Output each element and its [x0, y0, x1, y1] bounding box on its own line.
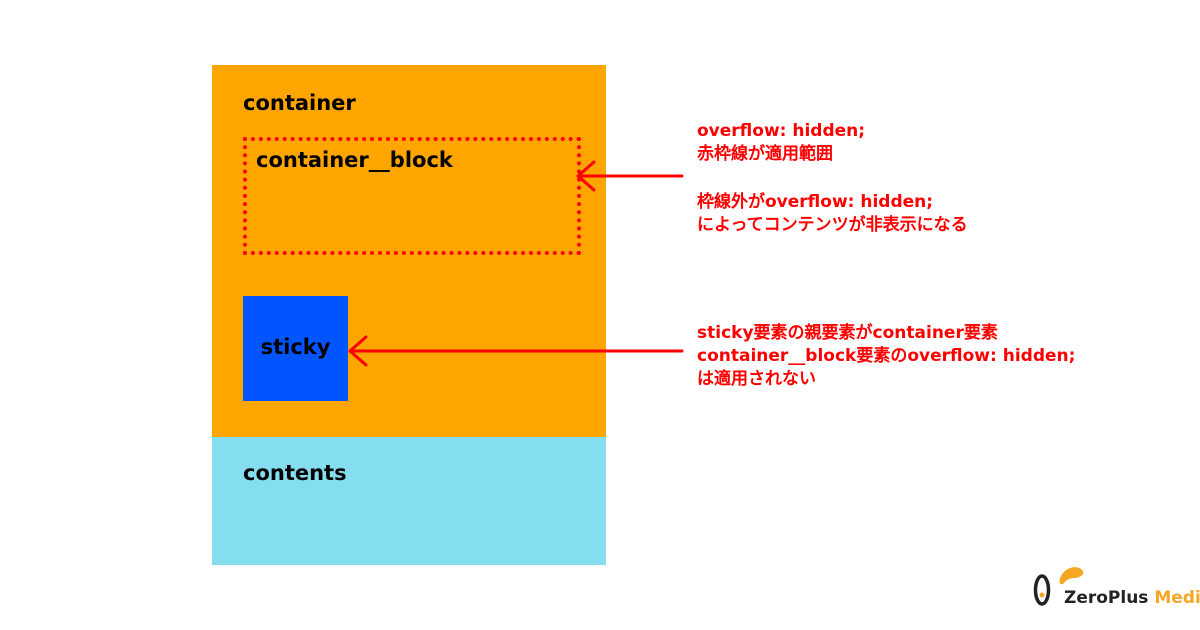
zeroplus-logo-icon — [1033, 567, 1084, 606]
sticky-label: sticky — [260, 335, 331, 359]
annotation-line: container__block要素のoverflow: hidden; — [697, 346, 1076, 366]
arrow-to-block — [576, 160, 684, 192]
contents-label: contents — [243, 461, 347, 485]
container-block-box — [243, 137, 581, 255]
logo-wordmark: ZeroPlus Media — [1064, 588, 1200, 608]
annotation-hidden-content: 枠線外がoverflow: hidden; によってコンテンツが非表示になる — [697, 191, 968, 237]
annotation-overflow-range: overflow: hidden; 赤枠線が適用範囲 — [697, 120, 865, 166]
annotation-line: 赤枠線が適用範囲 — [697, 144, 833, 164]
annotation-line: は適用されない — [697, 369, 816, 389]
arrow-to-sticky — [348, 335, 684, 367]
annotation-line: 枠線外がoverflow: hidden; — [697, 192, 934, 212]
annotation-line: によってコンテンツが非表示になる — [697, 215, 968, 235]
sticky-box — [243, 296, 348, 401]
container-block-label: container__block — [256, 148, 453, 172]
annotation-sticky-parent: sticky要素の親要素がcontainer要素 container__bloc… — [697, 322, 1075, 391]
contents-box — [212, 437, 606, 565]
logo-brand: ZeroPlus — [1064, 588, 1149, 608]
annotation-line: overflow: hidden; — [697, 121, 866, 141]
logo-product: Media — [1154, 588, 1200, 608]
annotation-line: sticky要素の親要素がcontainer要素 — [697, 323, 998, 343]
container-label: container — [243, 91, 356, 115]
